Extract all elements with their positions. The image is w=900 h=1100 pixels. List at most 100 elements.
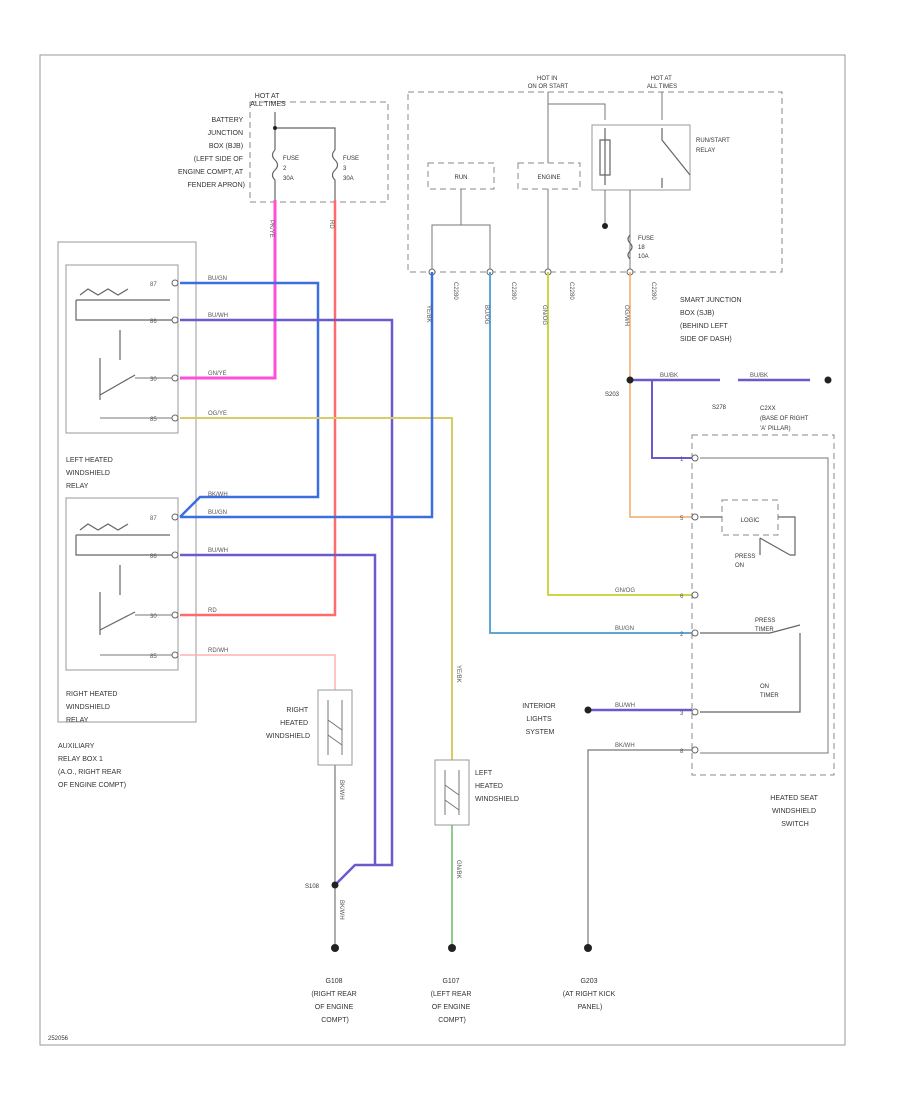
- heated-windshield-switch-box: [691, 434, 835, 776]
- switch-location-label: C2XX (BASE OF RIGHT 'A' PILLAR): [760, 406, 810, 432]
- on-timer-label: ON TIMER: [760, 684, 779, 699]
- diagram-id-label: 252056: [48, 1036, 69, 1042]
- wire-bu-gn-left-87: [179, 281, 320, 518]
- switch-pin-8: [691, 746, 699, 754]
- wire-label-bu-wh-interior: BU/WH: [615, 703, 635, 709]
- right-relay-pin-85-label: 85: [150, 654, 157, 660]
- left-element-grid: [444, 770, 460, 815]
- hot-at-all-times-label-1: HOT AT ALL TIMES: [250, 93, 286, 108]
- left-relay-pin-87-label: 87: [150, 282, 157, 288]
- wire-rd-wh-right-85: [180, 654, 336, 690]
- right-relay-pin-30: [171, 611, 179, 619]
- right-heated-windshield-label: RIGHT HEATED WINDSHIELD: [266, 707, 310, 740]
- left-heated-windshield-label: LEFT HEATED WINDSHIELD: [475, 770, 519, 803]
- wire-label-bu-wh-1: BU/WH: [208, 313, 228, 319]
- wire-og-ye-left-85: [180, 417, 453, 760]
- aux-relay-box-label: AUXILIARY RELAY BOX 1 (A.O., RIGHT REAR …: [58, 743, 126, 789]
- ground-g203-label: G203 (AT RIGHT KICK PANEL): [563, 978, 617, 1011]
- ground-g108-label: G108 (RIGHT REAR OF ENGINE COMPT): [311, 978, 358, 1024]
- switch-pin-1: [691, 454, 699, 462]
- left-relay-pins: [100, 377, 175, 419]
- splice-s203: [626, 376, 634, 384]
- switch-pin-5-label: 5: [680, 516, 684, 522]
- switch-pin-2-label: 2: [680, 632, 684, 638]
- ground-g203: [584, 944, 592, 952]
- runstart-relay-switch: [661, 128, 691, 188]
- splice-s278-label: S278: [712, 405, 727, 411]
- right-relay-pins: [100, 614, 175, 656]
- runstart-relay-ground: [604, 190, 631, 270]
- splice-s203-label: S203: [605, 392, 620, 398]
- wire-bu-wh-left-86: [180, 318, 394, 886]
- wire-bu-bk-s278: [651, 380, 692, 459]
- wire-label-gn-bk: GN/BK: [455, 860, 461, 879]
- left-relay-label: LEFT HEATED WINDSHIELD RELAY: [66, 457, 115, 490]
- wire-gn-ye-sjb: [547, 272, 692, 596]
- run-relay-label: RUN: [455, 175, 468, 181]
- sjb-pin-c-label: C2280: [568, 282, 574, 300]
- fuse-2-symbol: [271, 128, 279, 200]
- wire-label-pk-ye: PK/YE: [268, 220, 274, 238]
- left-relay-pin-86: [171, 316, 179, 324]
- ground-g107-label: G107 (LEFT REAR OF ENGINE COMPT): [431, 978, 474, 1024]
- splice-s108-label: S108: [305, 884, 320, 890]
- switch-pin-3: [691, 708, 699, 716]
- switch-pin-6-label: 6: [680, 594, 684, 600]
- wire-label-rd: RD: [328, 220, 334, 229]
- smart-junction-box-label: SMART JUNCTION BOX (SJB) (BEHIND LEFT SI…: [680, 297, 744, 343]
- hot-in-on-start-label: HOT IN ON OR START: [528, 76, 569, 90]
- right-relay-label: RIGHT HEATED WINDSHIELD RELAY: [66, 691, 119, 724]
- wire-label-bk-wh-g203: BK/WH: [615, 743, 635, 749]
- wire-label-bu-gn-1: BU/GN: [208, 276, 227, 282]
- battery-junction-box: [249, 101, 389, 203]
- runstart-relay-label: RUN/START RELAY: [696, 138, 731, 154]
- wire-label-bu-bk-s203: BU/BK: [660, 373, 678, 379]
- aux-relay-box: [57, 241, 197, 723]
- engine-relay-box: [517, 162, 581, 190]
- runstart-ground-dot: [602, 223, 608, 229]
- fuse-3-label: FUSE 3 30A: [343, 156, 361, 182]
- right-relay-pin-87-label: 87: [150, 516, 157, 522]
- diagram-frame: [39, 54, 846, 1046]
- wire-og-wh-sjb: [629, 272, 692, 518]
- bjb-bus: [274, 112, 336, 150]
- wire-label-ye-bk: YE/BK: [425, 305, 431, 323]
- left-relay-switch: [99, 330, 136, 400]
- bjb-node: [273, 126, 277, 130]
- wire-label-bu-bk-right: BU/BK: [750, 373, 768, 379]
- fuse-3-symbol: [331, 149, 339, 200]
- switch-pin-1-label: 1: [680, 457, 684, 463]
- wire-label-gn-ye-1: GN/YE: [208, 371, 227, 377]
- interior-lights-label: INTERIOR LIGHTS SYSTEM: [522, 703, 557, 736]
- sjb-feed-line: [547, 92, 663, 120]
- wire-label-bk-wh-left: BK/WH: [338, 780, 344, 800]
- switch-pin-6: [691, 591, 699, 599]
- right-relay-pin-85: [171, 651, 179, 659]
- left-relay-pin-30-label: 30: [150, 377, 157, 383]
- runstart-relay-coil: [599, 128, 611, 185]
- right-relay-coil: [75, 523, 175, 556]
- fuse-18-symbol: [627, 234, 633, 260]
- sjb-pin-b-label: C2280: [510, 282, 516, 300]
- right-relay-pin-86: [171, 551, 179, 559]
- ground-g108: [331, 944, 339, 952]
- wire-label-gn-og: GN/OG: [541, 305, 547, 325]
- wire-label-bu-gn-sw: BU/GN: [615, 626, 634, 632]
- hot-at-all-times-label-2: HOT AT ALL TIMES: [647, 76, 677, 90]
- wire-label-bu-wh-2: BU/WH: [208, 548, 228, 554]
- left-relay-coil: [75, 288, 175, 321]
- wire-bu-wh-right-86: [180, 553, 377, 865]
- left-relay-pin-87: [171, 279, 179, 287]
- wire-label-bu-og: BU/OG: [483, 305, 489, 325]
- right-relay-switch: [99, 565, 136, 635]
- battery-junction-box-label: BATTERY JUNCTION BOX (BJB) (LEFT SIDE OF…: [178, 117, 245, 189]
- switch-contact-1: [700, 516, 796, 556]
- wire-label-bk-wh-g108: BK/WH: [338, 900, 344, 920]
- switch-pin-8-label: 8: [680, 749, 684, 755]
- splice-s108: [331, 881, 339, 889]
- fuse-18-label: FUSE 18 10A: [638, 236, 656, 260]
- sjb-pin-d-label: C2280: [650, 282, 656, 300]
- wire-label-og-ye: OG/YE: [208, 411, 227, 417]
- left-heated-windshield-element: [434, 759, 470, 826]
